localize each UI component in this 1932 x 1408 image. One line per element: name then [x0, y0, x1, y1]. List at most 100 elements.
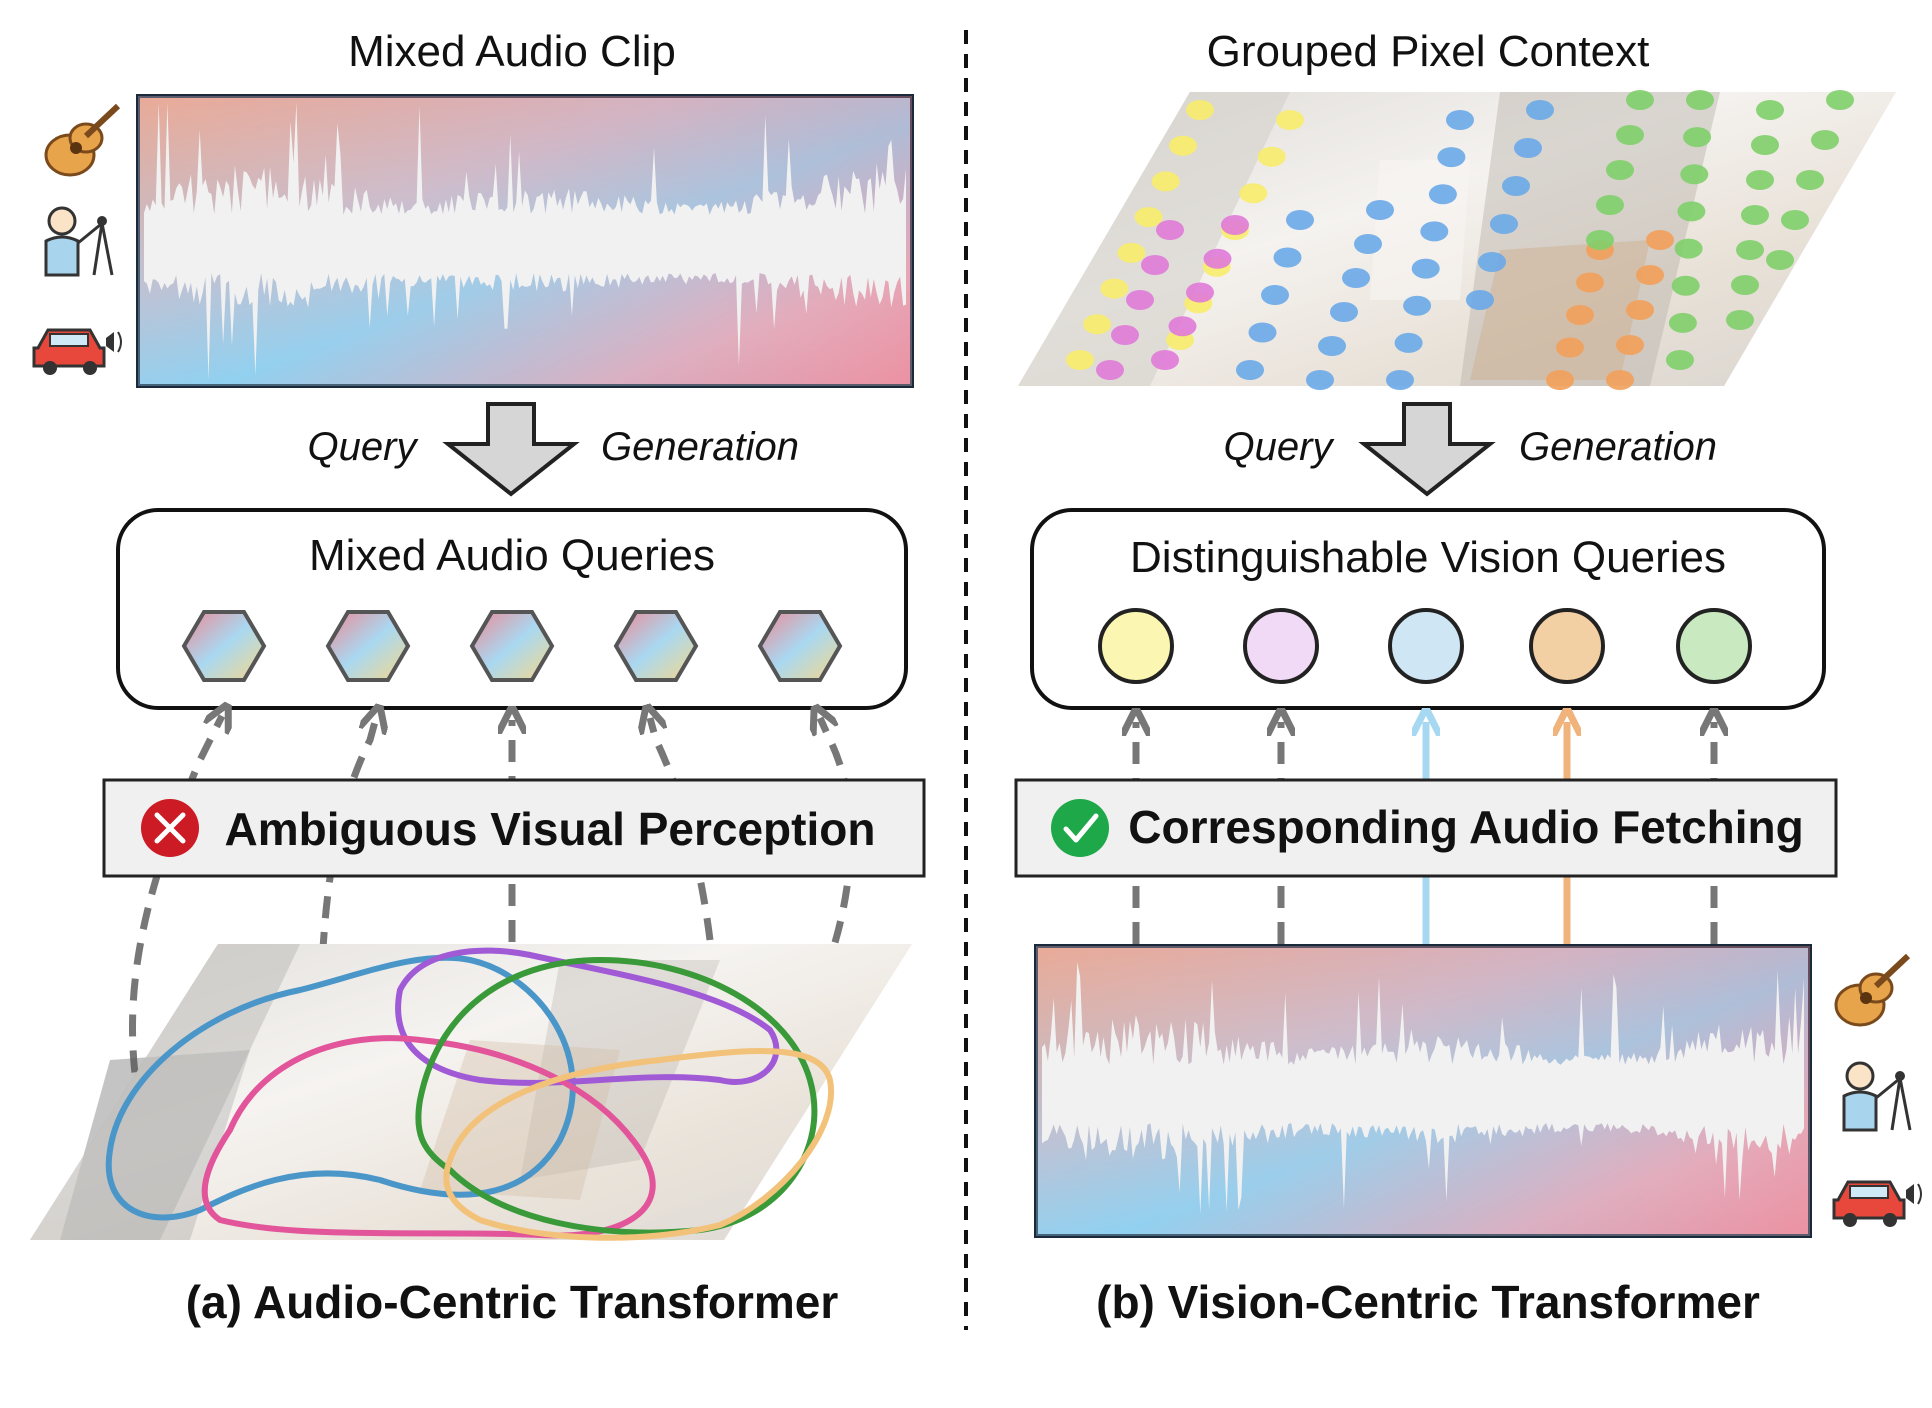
pixel-group-dot	[1239, 183, 1268, 204]
pixel-group-dot	[1646, 230, 1674, 250]
pixel-group-dot	[1811, 130, 1839, 150]
pixel-group-dot	[1186, 100, 1214, 120]
cross-icon	[141, 799, 199, 857]
pixel-group-dot	[1626, 90, 1654, 110]
pixel-group-dot	[1566, 305, 1594, 325]
pixel-group-dot	[1731, 275, 1759, 295]
pixel-group-dot	[1186, 282, 1214, 303]
corresponding-fetch-label: Corresponding Audio Fetching	[1128, 801, 1803, 853]
grouped-pixel-image	[1018, 90, 1896, 390]
pixel-group-dot	[1502, 176, 1530, 196]
audio-query-hexagon	[325, 610, 411, 682]
pixel-group-dot	[1420, 221, 1449, 242]
pixel-group-dot	[1403, 295, 1432, 316]
pixel-group-dot	[1273, 247, 1302, 268]
scene-image-regions	[30, 944, 912, 1241]
pixel-group-dot	[1546, 370, 1574, 390]
pixel-group-dot	[1741, 205, 1769, 225]
pixel-group-dot	[1168, 135, 1197, 156]
audio-query-hexagons	[181, 610, 843, 682]
pixel-group-dot	[1100, 278, 1129, 299]
pixel-group-dot	[1083, 314, 1112, 335]
pixel-group-dot	[1636, 265, 1664, 285]
pixel-group-dot	[1342, 268, 1370, 288]
pixel-group-dot	[1066, 350, 1094, 370]
pixel-group-dot	[1680, 164, 1709, 185]
ambiguous-perception-label: Ambiguous Visual Perception	[225, 803, 876, 855]
pixel-group-dot	[1276, 110, 1304, 130]
pixel-group-dot	[1490, 214, 1518, 234]
pixel-group-dot	[1526, 100, 1554, 120]
pixel-group-dot	[1330, 302, 1358, 322]
pixel-group-dot	[1428, 184, 1457, 205]
mixed-audio-waveform	[136, 94, 914, 388]
pixel-group-dot	[1096, 360, 1124, 380]
right-caption: (b) Vision-Centric Transformer	[1096, 1276, 1760, 1328]
audio-waveform-right	[1034, 944, 1812, 1238]
pixel-group-dot	[1354, 234, 1382, 254]
pixel-group-dot	[1576, 272, 1604, 293]
pixel-group-dot	[1478, 252, 1506, 272]
car-horn-icon	[32, 328, 122, 375]
guitar-icon	[44, 103, 121, 177]
pixel-group-dot	[1826, 90, 1854, 110]
pixel-group-dot	[1151, 350, 1179, 370]
pixel-group-dot	[1286, 210, 1314, 230]
right-title: Grouped Pixel Context	[1207, 27, 1650, 76]
pixel-group-dot	[1736, 240, 1764, 260]
pixel-group-dot	[1674, 238, 1703, 259]
vision-queries-title: Distinguishable Vision Queries	[1130, 533, 1726, 582]
pixel-group-dot	[1796, 170, 1824, 190]
pixel-group-dot	[1168, 316, 1197, 337]
pixel-group-dot	[1306, 370, 1334, 390]
pixel-group-dot	[1394, 332, 1423, 353]
pixel-group-dot	[1616, 125, 1644, 145]
pixel-group-dot	[1666, 350, 1694, 370]
pixel-group-dot	[1606, 160, 1634, 180]
pixel-group-dot	[1386, 370, 1414, 390]
pixel-group-dot	[1156, 220, 1184, 240]
corresponding-fetch-box	[1014, 778, 1838, 878]
right-down-arrow	[1358, 402, 1496, 497]
pixel-group-dot	[1111, 325, 1139, 345]
pixel-group-dot	[1766, 250, 1794, 270]
pixel-group-dot	[1677, 201, 1706, 222]
pixel-group-dot	[1556, 337, 1584, 358]
pixel-group-dot	[1751, 135, 1779, 155]
pixel-group-dot	[1466, 290, 1494, 310]
pixel-group-dot	[1586, 230, 1614, 250]
left-caption: (a) Audio-Centric Transformer	[186, 1276, 839, 1328]
pixel-group-dot	[1726, 310, 1754, 330]
guitar-icon	[1834, 953, 1911, 1027]
pixel-group-dot	[1117, 242, 1146, 263]
pixel-group-dot	[1411, 258, 1440, 279]
pixel-group-dot	[1203, 248, 1232, 269]
pixel-group-dot	[1261, 285, 1289, 305]
pixel-group-dot	[1126, 290, 1154, 310]
audio-query-hexagon	[757, 610, 843, 682]
pixel-group-dot	[1626, 300, 1654, 320]
left-down-arrow	[442, 402, 580, 497]
pixel-group-dot	[1616, 335, 1644, 355]
pixel-group-dot	[1141, 255, 1169, 275]
ambiguous-perception-box	[102, 778, 926, 878]
audio-query-hexagon	[181, 610, 267, 682]
audio-query-hexagon	[469, 610, 555, 682]
singer-icon	[44, 206, 114, 277]
pixel-group-dot	[1257, 146, 1286, 167]
pixel-group-dot	[1746, 170, 1774, 190]
pixel-group-dot	[1151, 171, 1180, 192]
pixel-group-dot	[1446, 110, 1474, 130]
vision-query-circles	[1098, 608, 1752, 684]
pixel-group-dot	[1781, 210, 1809, 230]
pixel-group-dot	[1756, 100, 1784, 120]
left-generation-word: Generation	[601, 425, 799, 469]
pixel-group-dot	[1686, 90, 1714, 110]
pixel-group-dot	[1683, 127, 1712, 148]
pixel-group-dot	[1606, 370, 1634, 390]
audio-query-hexagon	[613, 610, 699, 682]
singer-icon	[1842, 1061, 1912, 1132]
left-title: Mixed Audio Clip	[348, 27, 676, 76]
pixel-group-dot	[1668, 312, 1697, 333]
pixel-group-dot	[1671, 275, 1700, 296]
